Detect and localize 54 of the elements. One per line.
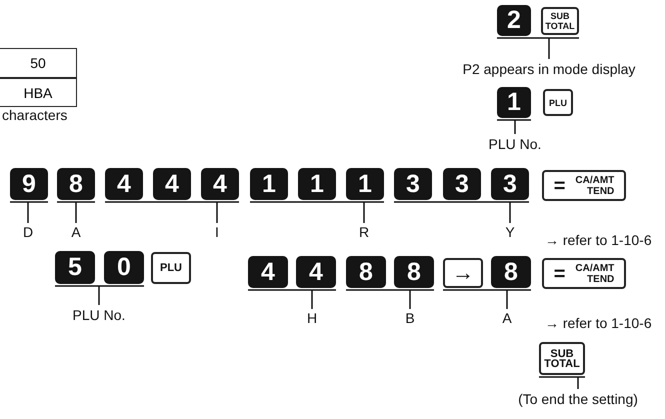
number-key: 1 — [250, 168, 288, 200]
leader-line — [56, 201, 96, 224]
leader-line — [496, 37, 580, 60]
number-key: 0 — [104, 251, 144, 284]
note-text: → refer to 1-10-6 — [545, 315, 652, 331]
caption-text: PLU No. — [64, 306, 134, 324]
leader-line — [393, 201, 530, 224]
table-cell: HBA — [0, 78, 77, 107]
function-key: SUB TOTAL — [541, 7, 579, 35]
letter-label: A — [69, 224, 83, 240]
leader-line — [442, 289, 532, 310]
function-key: PLU — [543, 89, 573, 116]
letter-label: H — [305, 310, 319, 326]
number-key: 1 — [298, 168, 336, 200]
leader-line — [345, 289, 435, 310]
number-key: 4 — [153, 168, 191, 200]
number-key: 9 — [10, 168, 48, 200]
number-key: 4 — [201, 168, 239, 200]
number-key: 8 — [346, 256, 386, 288]
leader-line — [54, 285, 145, 306]
letter-label: B — [403, 310, 417, 326]
caption-text: P2 appears in mode display — [438, 60, 660, 78]
leader-line — [104, 201, 240, 224]
number-key: 5 — [55, 251, 95, 284]
letter-label: A — [500, 310, 514, 326]
function-key: PLU — [151, 252, 191, 284]
note-text: characters — [2, 107, 68, 123]
number-key: 4 — [248, 256, 288, 288]
letter-label: R — [357, 224, 371, 240]
leader-line — [496, 119, 532, 135]
note-text: → refer to 1-10-6 — [545, 232, 652, 248]
number-key: 8 — [57, 168, 95, 200]
number-key: 8 — [394, 256, 434, 288]
number-key: 3 — [491, 168, 529, 200]
number-key: 4 — [296, 256, 336, 288]
table-cell: 50 — [0, 48, 77, 78]
letter-label: D — [21, 224, 35, 240]
function-key: → — [443, 258, 483, 288]
function-key: SUB TOTAL — [539, 342, 585, 375]
leader-line — [9, 201, 49, 224]
leader-line — [249, 201, 385, 224]
letter-label: Y — [503, 224, 517, 240]
number-key: 1 — [497, 87, 531, 118]
caption-text: (To end the setting) — [500, 390, 656, 408]
number-key: 8 — [491, 256, 531, 288]
leader-line — [247, 289, 337, 310]
number-key: 4 — [105, 168, 143, 200]
caption-text: PLU No. — [482, 135, 548, 153]
letter-label: I — [210, 224, 224, 240]
number-key: 3 — [394, 168, 432, 200]
number-key: 2 — [497, 5, 531, 36]
number-key: 1 — [346, 168, 384, 200]
leader-line — [538, 376, 586, 390]
number-key: 3 — [443, 168, 481, 200]
